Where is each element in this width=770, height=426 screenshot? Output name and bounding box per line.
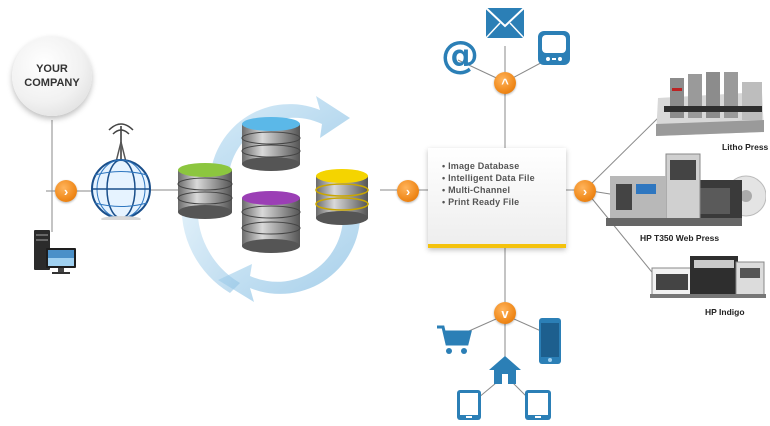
tablet-icon: [524, 389, 552, 426]
globe-antenna-icon: [86, 120, 156, 225]
flow-arrow-database: ›: [397, 180, 419, 202]
web-press-image: [606, 148, 767, 237]
press-label-indigo: HP Indigo: [705, 307, 745, 317]
flow-arrow-bottom: v: [494, 302, 516, 324]
info-item: Intelligent Data File: [442, 172, 566, 184]
shopping-cart-icon: [436, 324, 472, 361]
house-icon: [488, 355, 522, 390]
indigo-press-image: [650, 250, 768, 305]
at-sign-icon: @: [441, 33, 479, 77]
company-badge: YOUR COMPANY: [12, 36, 92, 116]
info-box: Image Database Intelligent Data File Mul…: [428, 148, 566, 248]
envelope-icon: [485, 4, 525, 45]
company-line1: YOUR: [36, 63, 68, 75]
smartphone-icon: [538, 317, 562, 370]
info-item: Print Ready File: [442, 196, 566, 208]
tv-icon: [537, 30, 571, 71]
flow-arrow-top: ^: [494, 72, 516, 94]
database-stack-icon: [170, 88, 390, 323]
press-label-web: HP T350 Web Press: [640, 233, 720, 243]
company-line2: COMPANY: [24, 77, 80, 89]
phone-icon: [456, 389, 482, 426]
flow-arrow-company: ›: [55, 180, 77, 202]
info-item: Image Database: [442, 160, 566, 172]
press-label-litho: Litho Press: [722, 142, 769, 152]
info-item: Multi-Channel: [442, 184, 566, 196]
litho-press-image: [652, 68, 768, 145]
flow-arrow-press: ›: [574, 180, 596, 202]
computer-icon: [32, 228, 78, 281]
